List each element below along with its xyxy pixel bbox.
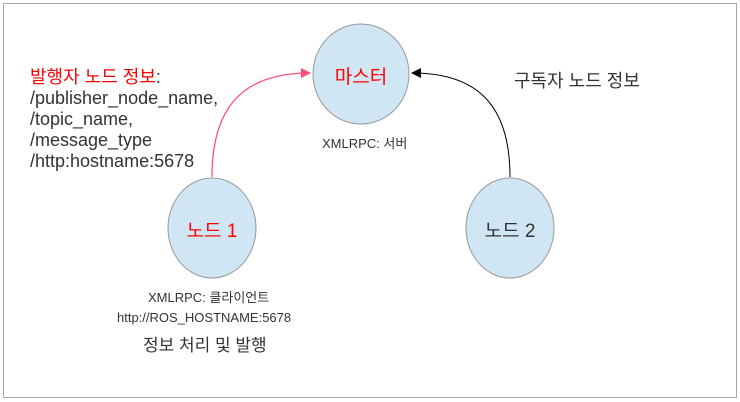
publisher-info-line: /message_type [30,130,153,150]
subscriber-info-heading: 구독자 노드 정보 [514,71,640,91]
node2-label: 노드 2 [484,221,536,242]
node2 [465,177,555,279]
node1-caption-role: 정보 처리 및 발행 [143,336,267,355]
publisher-info-line: /topic_name, [30,109,134,129]
publisher-info-colon: : [155,67,161,87]
publisher-info-heading: 발행자 노드 정보 [30,67,156,87]
node1-caption-xmlrpc: XMLRPC: 클라이언트 [148,290,270,305]
publisher-info-line: /http:hostname:5678 [30,151,195,171]
master-label: 마스터 [334,67,388,88]
publisher-info-line: /publisher_node_name, [30,88,219,108]
node1-caption-uri: http://ROS_HOSTNAME:5678 [117,310,292,325]
diagram-frame [3,3,737,398]
publish-arrow [211,68,311,178]
master-caption: XMLRPC: 서버 [322,136,408,151]
subscribe-arrow [411,68,511,178]
node1 [167,177,257,279]
node1-label: 노드 1 [186,221,238,242]
publisher-info: 발행자 노드 정보: /publisher_node_name, /topic_… [30,67,218,172]
master-node [312,23,410,125]
